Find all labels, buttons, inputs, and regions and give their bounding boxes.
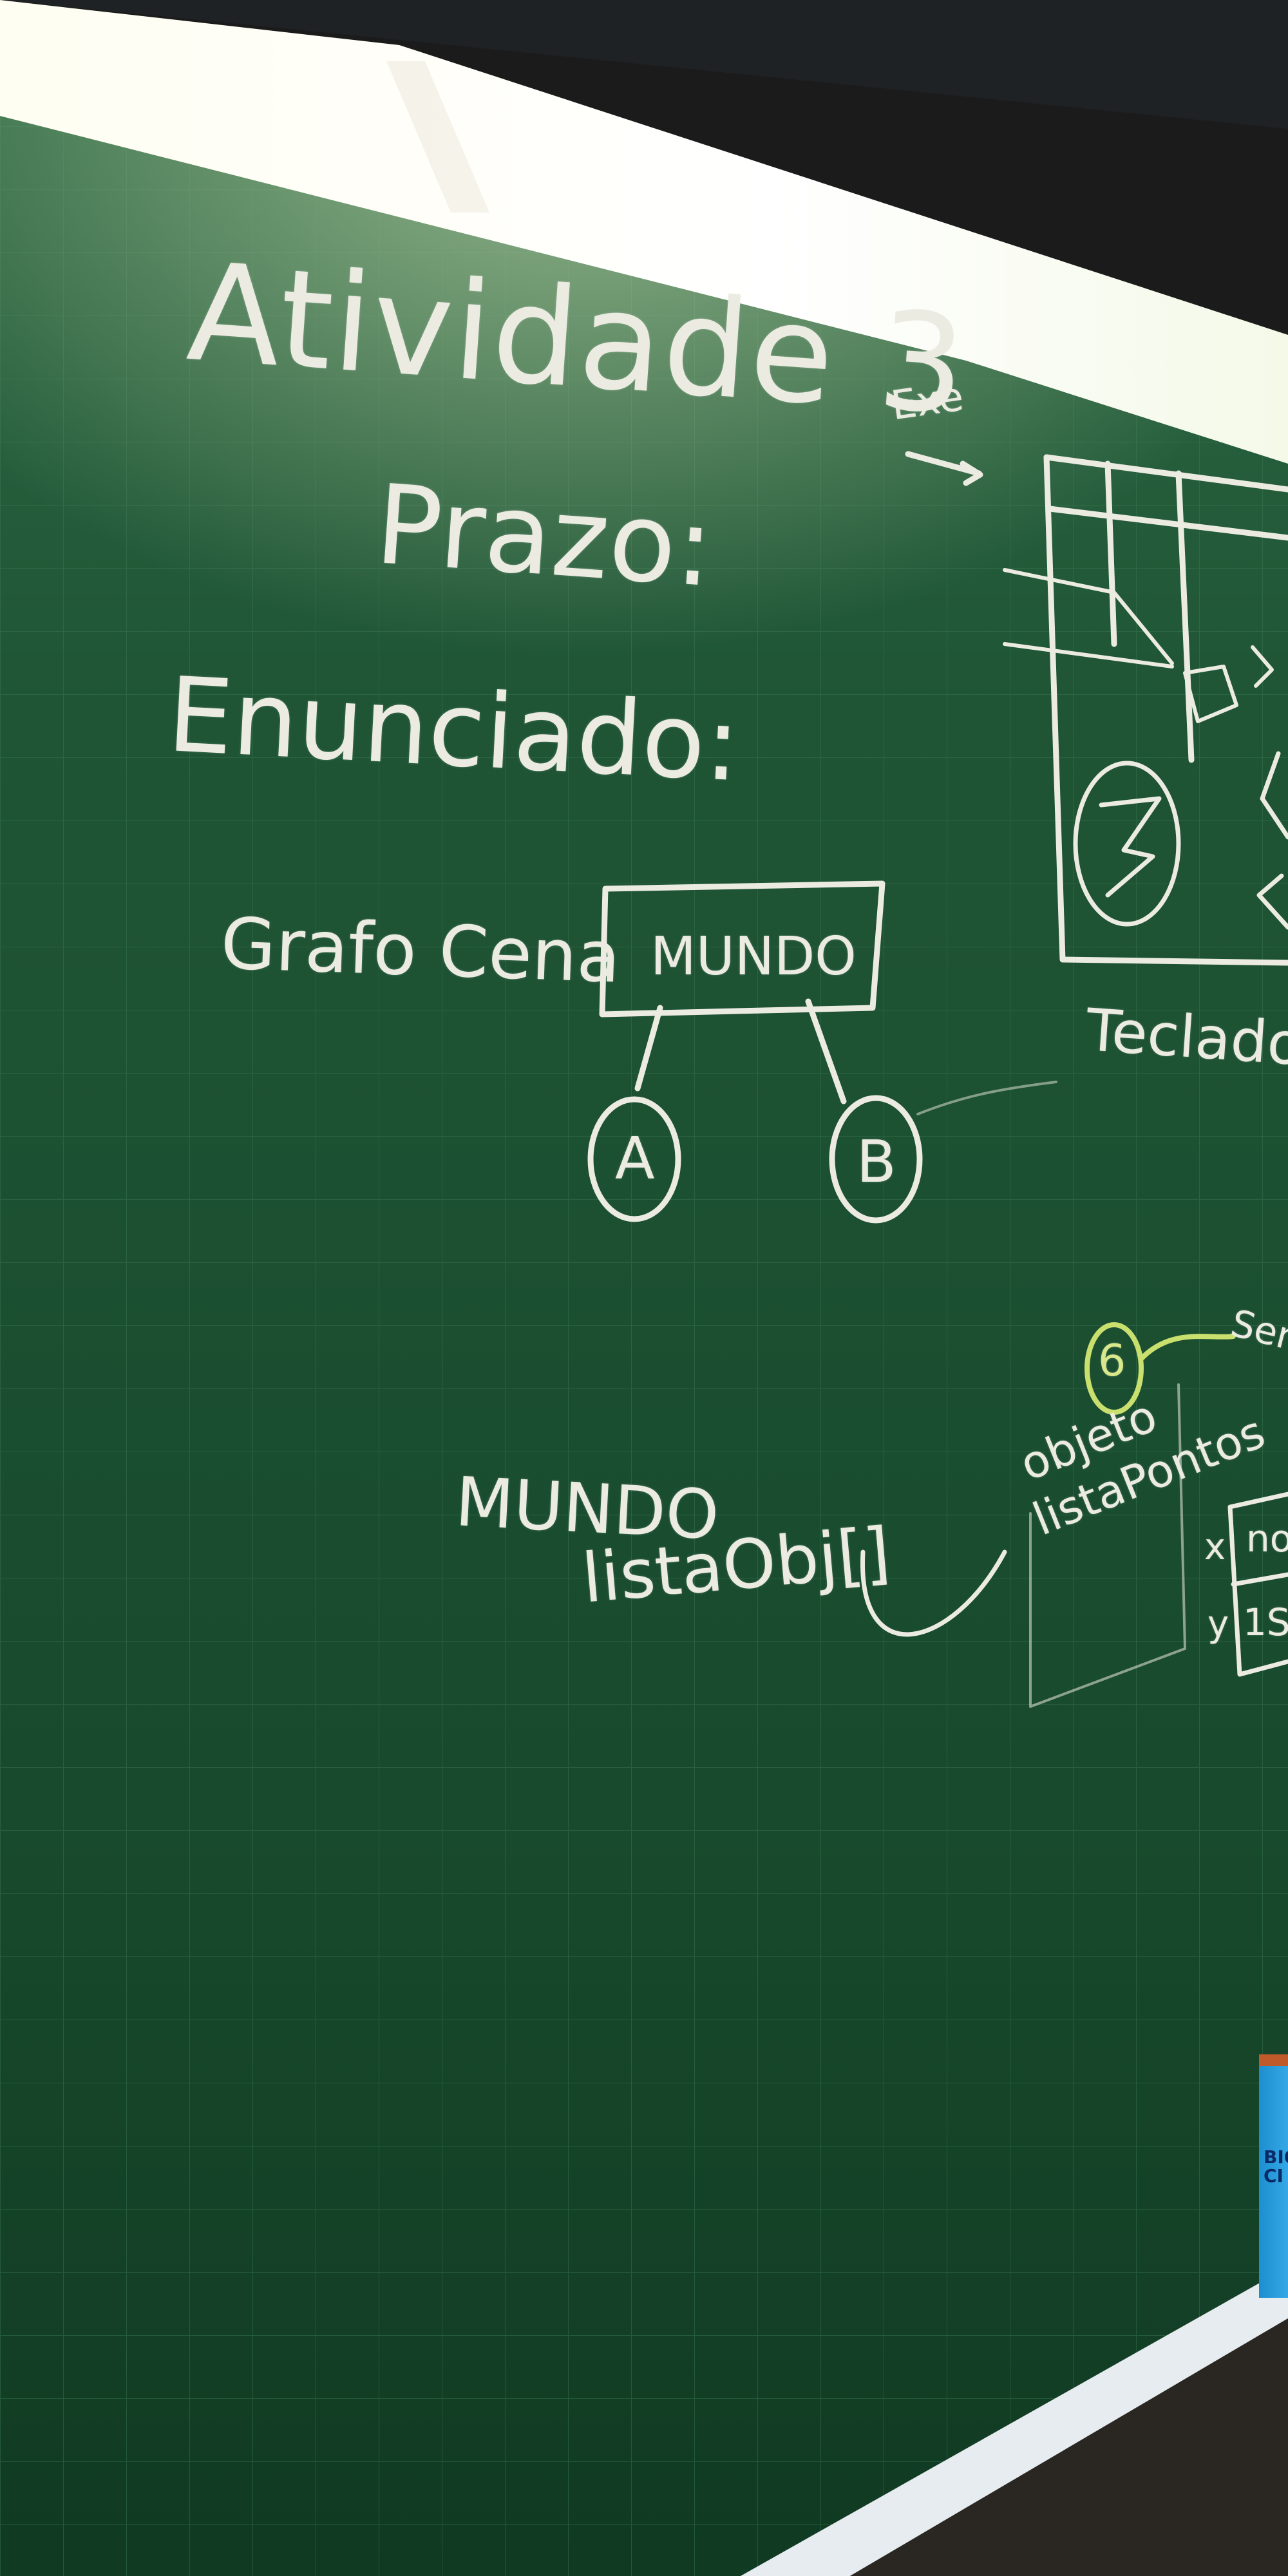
no-label: no	[1246, 1517, 1288, 1560]
teclado-label: Teclado	[1084, 996, 1288, 1079]
node-a-circle	[587, 1096, 681, 1222]
exe-arrow	[905, 451, 983, 486]
x-label: x	[1204, 1526, 1226, 1568]
pointer-line-1	[1003, 568, 1174, 665]
edge-a	[634, 1005, 663, 1092]
ns-label: 1S	[1243, 1600, 1288, 1644]
b-trail	[916, 1081, 1057, 1115]
exe-label: Exe	[888, 372, 967, 430]
dashed-box	[1029, 1383, 1186, 1708]
node-b-circle	[829, 1095, 923, 1224]
screen-col2	[1175, 470, 1195, 763]
prazo-text: Prazo:	[372, 461, 717, 612]
floor	[850, 2318, 1288, 2576]
six-circle	[1084, 1322, 1144, 1415]
book-spine-label: BIO CI	[1264, 2146, 1288, 2187]
light-bracket	[386, 61, 489, 213]
screen-col1	[1104, 460, 1117, 647]
screen-rect	[1043, 454, 1288, 966]
edge-b	[805, 998, 847, 1104]
screen-row	[1046, 506, 1288, 541]
corner-mark	[1251, 645, 1274, 688]
pointer-line-2	[1003, 642, 1174, 668]
mundo-box-label: MUNDO	[650, 926, 857, 987]
ceiling	[0, 0, 1288, 129]
light-fixture	[0, 0, 1288, 464]
book-on-tray	[1259, 2054, 1288, 2298]
screen-top	[1043, 454, 1288, 493]
z-circle	[1073, 761, 1181, 927]
node-b-label: B	[857, 1128, 896, 1196]
six-label: 6	[1098, 1336, 1126, 1387]
chalk-tray	[741, 2267, 1288, 2576]
node-a-label: A	[615, 1125, 655, 1193]
y-label: y	[1208, 1604, 1229, 1645]
table-box	[1227, 1492, 1288, 1677]
small-square	[1183, 665, 1238, 723]
z-shape	[1099, 796, 1162, 898]
right-shape	[1256, 751, 1288, 930]
enunciado-text: Enunciado:	[164, 654, 743, 805]
curved-arrow	[860, 1549, 1007, 1637]
six-pointer	[1139, 1334, 1236, 1361]
grafo-label: Grafo Cena	[219, 902, 622, 999]
mundo-box	[599, 880, 886, 1018]
